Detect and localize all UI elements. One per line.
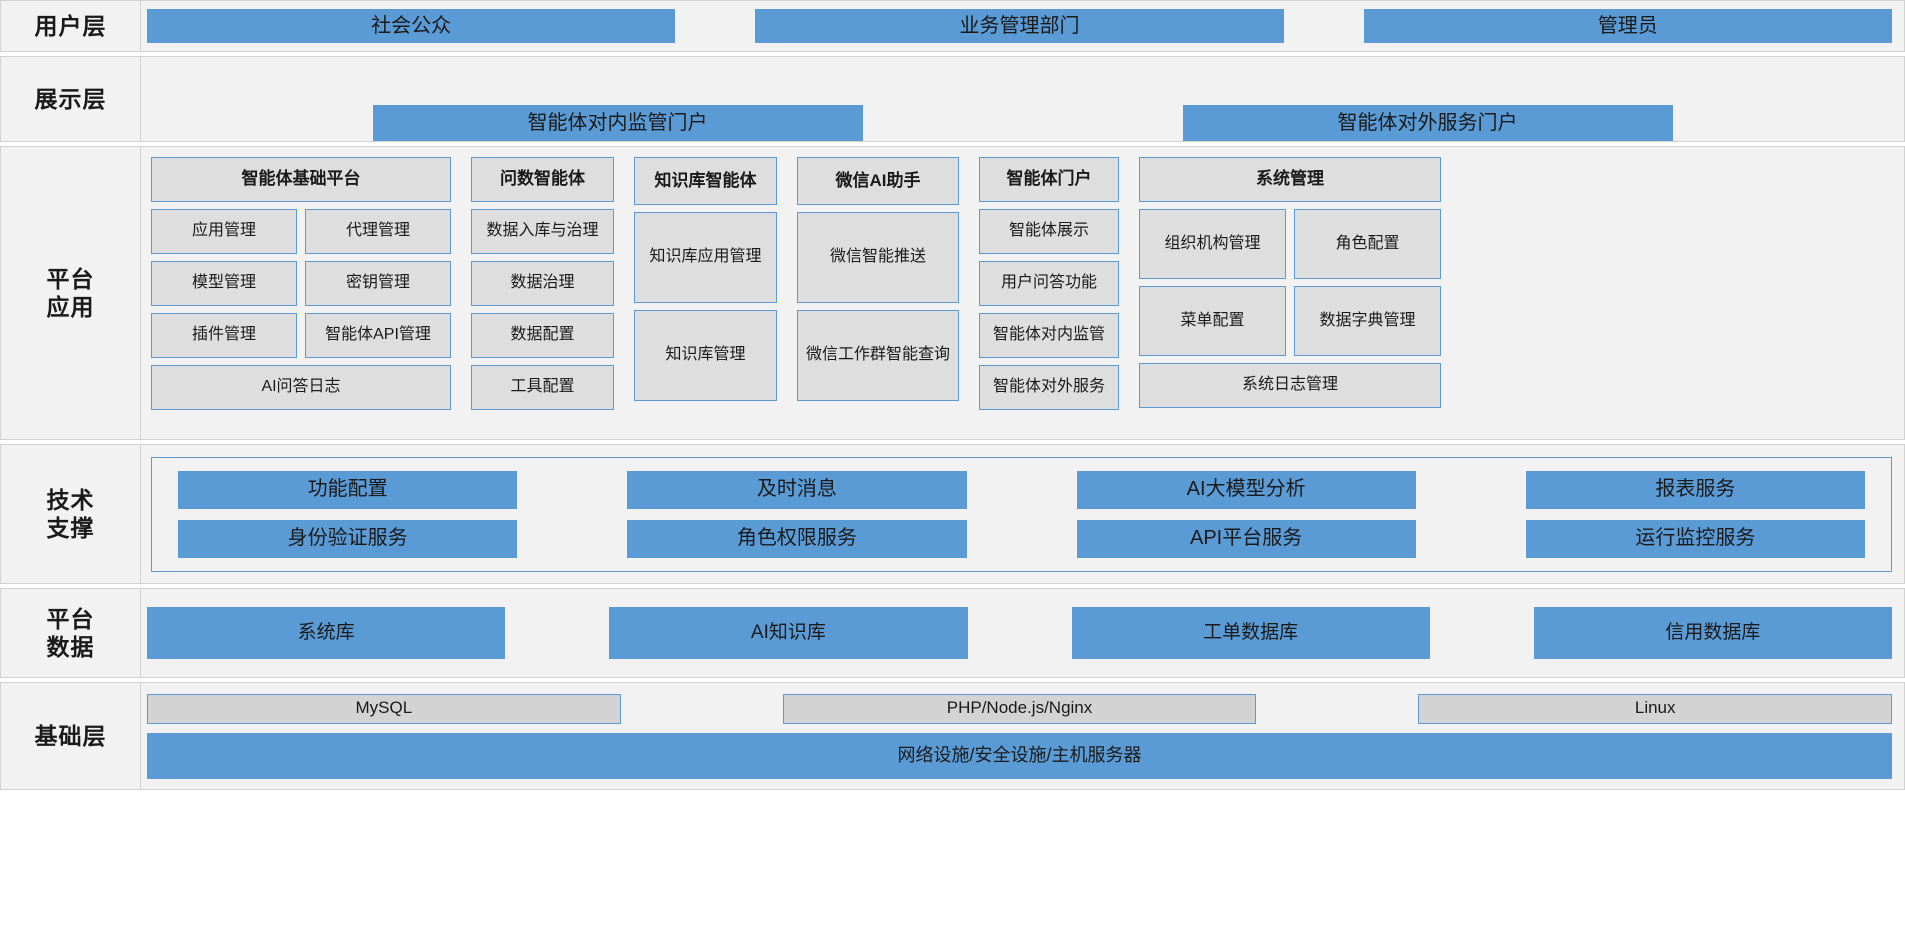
tech-item-runtime-monitoring-service[interactable]: 运行监控服务: [1525, 519, 1865, 558]
app-item-data-governance[interactable]: 数据治理: [471, 261, 614, 306]
app-column-agent-platform: 智能体基础平台 应用管理 代理管理 模型管理 密钥管理 插件管理 智能体API管…: [151, 157, 451, 410]
app-item-data-ingest-governance[interactable]: 数据入库与治理: [471, 209, 614, 254]
app-column-agent-portal: 智能体门户 智能体展示 用户问答功能 智能体对内监管 智能体对外服务: [979, 157, 1119, 410]
layer-technical-support-body: 功能配置 及时消息 AI大模型分析 报表服务 身份验证服务 角色权限服务 API…: [141, 445, 1904, 583]
layer-user-body: 社会公众 业务管理部门 管理员: [141, 1, 1904, 51]
layer-application: 平台 应用 智能体基础平台 应用管理 代理管理 模型管理 密钥管理 插件管理 智…: [0, 146, 1905, 440]
app-item-data-dictionary-management[interactable]: 数据字典管理: [1294, 286, 1441, 356]
app-column-ask-data-agent: 问数智能体 数据入库与治理 数据治理 数据配置 工具配置: [471, 157, 614, 410]
layer-presentation-label: 展示层: [1, 57, 141, 141]
data-item-ai-knowledge-db[interactable]: AI知识库: [609, 607, 968, 659]
infra-item-php-node-nginx[interactable]: PHP/Node.js/Nginx: [782, 693, 1257, 724]
tech-item-ai-llm-analysis[interactable]: AI大模型分析: [1076, 470, 1416, 509]
app-row: 组织机构管理 角色配置: [1139, 209, 1441, 279]
app-column-system-management: 系统管理 组织机构管理 角色配置 菜单配置 数据字典管理 系统日志管理: [1139, 157, 1441, 408]
infrastructure-foundation-row: 网络设施/安全设施/主机服务器: [147, 732, 1892, 779]
app-column-wechat-ai-assistant: 微信AI助手 微信智能推送 微信工作群智能查询: [797, 157, 959, 401]
app-column-title-wechat-ai-assistant[interactable]: 微信AI助手: [797, 157, 959, 205]
tech-item-instant-message[interactable]: 及时消息: [627, 470, 967, 509]
app-item-application-management[interactable]: 应用管理: [151, 209, 297, 254]
layer-user: 用户层 社会公众 业务管理部门 管理员: [0, 0, 1905, 52]
app-row: 应用管理 代理管理: [151, 209, 451, 254]
technical-support-row-1: 功能配置 及时消息 AI大模型分析 报表服务: [178, 470, 1865, 509]
tech-item-function-config[interactable]: 功能配置: [178, 470, 518, 509]
layer-technical-support: 技术 支撑 功能配置 及时消息 AI大模型分析 报表服务 身份验证服务 角色权限…: [0, 444, 1905, 584]
app-item-wechat-group-smart-query[interactable]: 微信工作群智能查询: [797, 310, 959, 401]
user-box-business-dept[interactable]: 业务管理部门: [755, 9, 1284, 43]
app-item-plugin-management[interactable]: 插件管理: [151, 313, 297, 358]
technical-support-row-2: 身份验证服务 角色权限服务 API平台服务 运行监控服务: [178, 519, 1865, 558]
layer-presentation: 展示层 智能体对内监管门户 智能体对外服务门户: [0, 56, 1905, 142]
tech-item-api-platform-service[interactable]: API平台服务: [1076, 519, 1416, 558]
app-item-agent-internal-supervision[interactable]: 智能体对内监管: [979, 313, 1119, 358]
user-box-admin[interactable]: 管理员: [1363, 9, 1892, 43]
app-item-org-structure-management[interactable]: 组织机构管理: [1139, 209, 1286, 279]
app-item-model-management[interactable]: 模型管理: [151, 261, 297, 306]
presentation-box-internal-portal[interactable]: 智能体对内监管门户: [372, 105, 863, 141]
app-column-title-agent-platform[interactable]: 智能体基础平台: [151, 157, 451, 202]
layer-platform-data-body: 系统库 AI知识库 工单数据库 信用数据库: [141, 589, 1904, 677]
app-column-title-knowledge-base-agent[interactable]: 知识库智能体: [634, 157, 777, 205]
layer-application-label: 平台 应用: [1, 147, 141, 439]
app-item-kb-management[interactable]: 知识库管理: [634, 310, 777, 401]
layer-application-body: 智能体基础平台 应用管理 代理管理 模型管理 密钥管理 插件管理 智能体API管…: [141, 147, 1904, 439]
layer-infrastructure: 基础层 MySQL PHP/Node.js/Nginx Linux 网络设施/安…: [0, 682, 1905, 790]
technical-support-frame: 功能配置 及时消息 AI大模型分析 报表服务 身份验证服务 角色权限服务 API…: [151, 456, 1892, 572]
tech-item-report-service[interactable]: 报表服务: [1525, 470, 1865, 509]
app-item-menu-config[interactable]: 菜单配置: [1139, 286, 1286, 356]
app-row: 模型管理 密钥管理: [151, 261, 451, 306]
layer-technical-support-label: 技术 支撑: [1, 445, 141, 583]
app-item-kb-application-management[interactable]: 知识库应用管理: [634, 212, 777, 303]
app-column-title-ask-data-agent[interactable]: 问数智能体: [471, 157, 614, 202]
infra-item-network-security-host[interactable]: 网络设施/安全设施/主机服务器: [147, 732, 1892, 779]
app-item-agent-external-service[interactable]: 智能体对外服务: [979, 365, 1119, 410]
app-item-wechat-smart-push[interactable]: 微信智能推送: [797, 212, 959, 303]
app-item-agent-management[interactable]: 代理管理: [305, 209, 451, 254]
app-column-knowledge-base-agent: 知识库智能体 知识库应用管理 知识库管理: [634, 157, 777, 401]
app-column-title-agent-portal[interactable]: 智能体门户: [979, 157, 1119, 202]
app-item-agent-showcase[interactable]: 智能体展示: [979, 209, 1119, 254]
infra-item-mysql[interactable]: MySQL: [147, 693, 621, 724]
app-item-role-config[interactable]: 角色配置: [1294, 209, 1441, 279]
app-item-data-config[interactable]: 数据配置: [471, 313, 614, 358]
data-item-credit-db[interactable]: 信用数据库: [1533, 607, 1892, 659]
infrastructure-stack-row: MySQL PHP/Node.js/Nginx Linux: [147, 693, 1893, 724]
layer-platform-data-label: 平台 数据: [1, 589, 141, 677]
app-item-ai-qa-log[interactable]: AI问答日志: [151, 365, 451, 410]
app-item-agent-api-management[interactable]: 智能体API管理: [305, 313, 451, 358]
layer-presentation-body: 智能体对内监管门户 智能体对外服务门户: [141, 57, 1904, 141]
data-item-system-db[interactable]: 系统库: [147, 607, 506, 659]
app-item-tool-config[interactable]: 工具配置: [471, 365, 614, 410]
app-row: 菜单配置 数据字典管理: [1139, 286, 1441, 356]
layer-infrastructure-body: MySQL PHP/Node.js/Nginx Linux 网络设施/安全设施/…: [141, 683, 1904, 789]
infra-item-linux[interactable]: Linux: [1418, 693, 1893, 724]
app-item-user-qa-function[interactable]: 用户问答功能: [979, 261, 1119, 306]
presentation-box-external-portal[interactable]: 智能体对外服务门户: [1182, 105, 1673, 141]
user-box-public[interactable]: 社会公众: [147, 9, 676, 43]
layer-infrastructure-label: 基础层: [1, 683, 141, 789]
app-item-key-management[interactable]: 密钥管理: [305, 261, 451, 306]
app-row: 插件管理 智能体API管理: [151, 313, 451, 358]
app-column-title-system-management[interactable]: 系统管理: [1139, 157, 1441, 202]
layer-platform-data: 平台 数据 系统库 AI知识库 工单数据库 信用数据库: [0, 588, 1905, 678]
tech-item-role-permission-service[interactable]: 角色权限服务: [627, 519, 967, 558]
data-item-work-order-db[interactable]: 工单数据库: [1071, 607, 1430, 659]
layer-user-label: 用户层: [1, 1, 141, 51]
app-item-system-log-management[interactable]: 系统日志管理: [1139, 363, 1441, 408]
tech-item-authentication-service[interactable]: 身份验证服务: [178, 519, 518, 558]
